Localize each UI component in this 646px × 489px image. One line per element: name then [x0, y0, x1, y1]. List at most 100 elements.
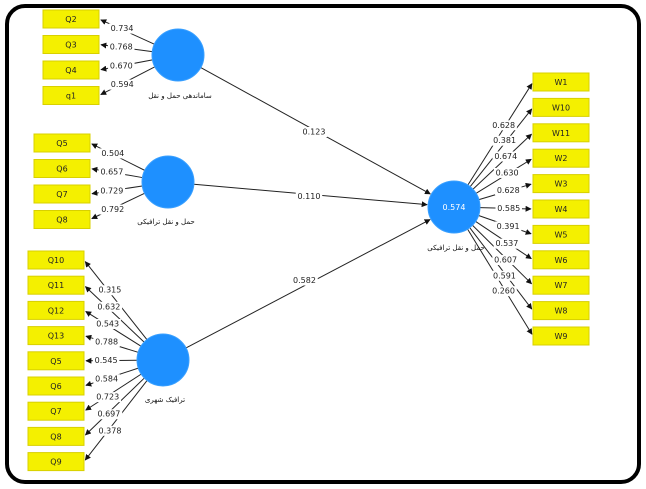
indicator-box[interactable]	[27, 250, 85, 270]
loading-label-text: 0.734	[111, 24, 134, 33]
indicator-q12[interactable]: Q12	[27, 300, 85, 320]
loading-label-text: 0.792	[101, 205, 124, 214]
loading-label-text: 0.391	[497, 222, 520, 231]
loading-label-text: 0.584	[95, 375, 118, 384]
indicator-w9[interactable]: W9	[532, 326, 590, 346]
indicator-box[interactable]	[42, 35, 100, 54]
indicator-box[interactable]	[532, 301, 590, 321]
indicator-box[interactable]	[33, 184, 91, 204]
indicator-box[interactable]	[27, 452, 85, 472]
latent-variable-lv1[interactable]: ساماندهی حمل و نقل	[148, 28, 212, 100]
indicator-q7[interactable]: Q7	[33, 184, 91, 204]
indicator-label: W4	[555, 205, 568, 214]
indicator-q4[interactable]: Q4	[42, 60, 100, 80]
loading-label: 0.607	[492, 255, 519, 266]
indicator-q7[interactable]: Q7	[27, 401, 85, 421]
loading-label-text: 0.543	[96, 319, 119, 328]
indicator-box[interactable]	[27, 300, 85, 320]
loading-edge	[469, 108, 533, 187]
loading-label-text: 0.537	[495, 239, 518, 248]
indicator-box[interactable]	[27, 401, 85, 421]
r-squared-value: 0.574	[443, 203, 466, 212]
indicator-box[interactable]	[532, 224, 590, 244]
indicator-q2[interactable]: Q2	[42, 9, 100, 29]
indicator-q11[interactable]: Q11	[27, 275, 85, 295]
indicator-box[interactable]	[532, 275, 590, 295]
indicator-label: q1	[66, 92, 76, 101]
indicator-w11[interactable]: W11	[532, 123, 590, 143]
loading-label: 0.657	[98, 166, 126, 177]
indicator-label: Q4	[65, 66, 76, 75]
indicator-w7[interactable]: W7	[532, 275, 590, 295]
indicator-w10[interactable]: W10	[532, 97, 590, 117]
indicator-q3[interactable]: Q3	[42, 35, 100, 54]
loading-label: 0.591	[491, 270, 518, 281]
latent-variable-lv3[interactable]: ترافیک شهری	[136, 333, 190, 404]
indicator-q6[interactable]: Q6	[33, 159, 91, 178]
indicator-w6[interactable]: W6	[532, 250, 590, 270]
latent-circle[interactable]	[151, 28, 205, 82]
loading-label: 0.537	[493, 238, 521, 249]
indicator-w3[interactable]: W3	[532, 174, 590, 194]
indicator-q8[interactable]: Q8	[27, 426, 85, 446]
loading-label-text: 0.729	[100, 186, 123, 195]
indicator-w8[interactable]: W8	[532, 301, 590, 321]
path-coefficient-text: 0.582	[293, 276, 316, 285]
indicator-box[interactable]	[27, 426, 85, 446]
indicator-w4[interactable]: W4	[532, 199, 590, 219]
indicator-box[interactable]	[27, 351, 85, 371]
loading-label: 0.543	[94, 318, 121, 329]
indicator-q10[interactable]: Q10	[27, 250, 85, 270]
indicator-label: W10	[552, 103, 570, 112]
indicator-w1[interactable]: W1	[532, 72, 590, 92]
indicator-box[interactable]	[33, 159, 91, 178]
path-coefficient: 0.582	[291, 275, 318, 286]
indicator-box[interactable]	[27, 326, 85, 346]
indicator-q5[interactable]: Q5	[33, 133, 91, 153]
indicator-box[interactable]	[532, 326, 590, 346]
indicator-box[interactable]	[42, 86, 100, 105]
indicator-box[interactable]	[532, 199, 590, 219]
loading-edge	[469, 227, 533, 310]
indicator-box[interactable]	[532, 148, 590, 168]
loading-label: 0.315	[96, 285, 124, 296]
indicator-w5[interactable]: W5	[532, 224, 590, 244]
loading-label-text: 0.378	[99, 426, 122, 435]
loading-label-text: 0.628	[497, 186, 520, 195]
loading-label: 0.632	[95, 301, 123, 312]
loading-label: 0.585	[495, 203, 522, 214]
indicator-q13[interactable]: Q13	[27, 326, 85, 346]
indicator-box[interactable]	[532, 174, 590, 194]
indicator-label: Q12	[48, 306, 64, 315]
indicator-q5[interactable]: Q5	[27, 351, 85, 371]
loading-label-text: 0.697	[97, 410, 120, 419]
indicator-box[interactable]	[33, 133, 91, 153]
latent-circle[interactable]	[427, 180, 481, 234]
loading-label: 0.630	[493, 167, 521, 178]
loading-label-text: 0.585	[497, 204, 520, 213]
latent-circle[interactable]	[136, 333, 190, 387]
latent-variable-lv2[interactable]: حمل و نقل ترافیکی	[137, 155, 195, 226]
indicator-box[interactable]	[532, 97, 590, 117]
loading-label: 0.628	[490, 120, 517, 131]
indicator-w2[interactable]: W2	[532, 148, 590, 168]
indicator-box[interactable]	[532, 72, 590, 92]
loading-edge	[85, 377, 145, 436]
indicator-q8[interactable]: Q8	[33, 210, 91, 229]
latent-label: ترافیک شهری	[145, 396, 185, 404]
loading-label-text: 0.768	[110, 43, 133, 52]
indicator-q6[interactable]: Q6	[27, 376, 85, 396]
indicator-box[interactable]	[33, 210, 91, 229]
indicator-box[interactable]	[27, 275, 85, 295]
loading-edge	[85, 286, 145, 343]
indicator-box[interactable]	[532, 250, 590, 270]
indicator-box[interactable]	[532, 123, 590, 143]
indicator-box[interactable]	[42, 9, 100, 29]
indicator-q1[interactable]: q1	[42, 86, 100, 105]
indicator-q9[interactable]: Q9	[27, 452, 85, 472]
latent-circle[interactable]	[141, 155, 195, 209]
loading-label: 0.768	[107, 42, 135, 53]
indicator-box[interactable]	[42, 60, 100, 80]
indicator-box[interactable]	[27, 376, 85, 396]
